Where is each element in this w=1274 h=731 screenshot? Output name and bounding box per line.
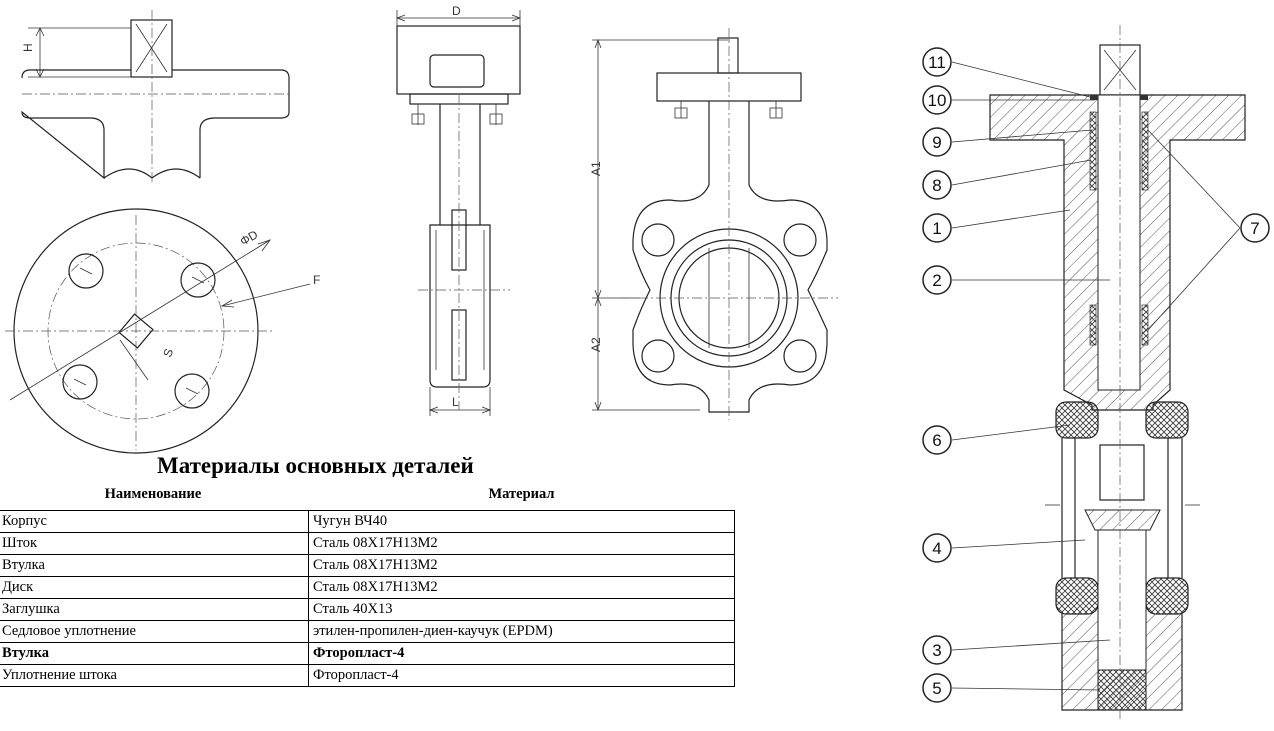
svg-text:3: 3 xyxy=(932,641,941,660)
header-name: Наименование xyxy=(104,486,202,502)
svg-text:1: 1 xyxy=(932,219,941,238)
callout-6: 6 xyxy=(922,425,952,455)
row-name: Седловое уплотнение xyxy=(0,620,309,643)
dim-a2-label: A2 xyxy=(589,337,603,352)
callout-7: 7 xyxy=(1240,213,1270,243)
table-row: Корпус Чугун ВЧ40 xyxy=(0,510,735,533)
svg-text:4: 4 xyxy=(932,539,941,558)
table-row: Седловое уплотнение этилен-пропилен-диен… xyxy=(0,620,735,643)
dim-a1-label: A1 xyxy=(589,161,603,176)
callout-2: 2 xyxy=(922,265,952,295)
header-material: Материал xyxy=(488,486,555,502)
row-material: Фторопласт-4 xyxy=(308,664,735,687)
materials-table: Наименование Материал Корпус Чугун ВЧ40 … xyxy=(0,486,735,687)
table-header-row: Наименование Материал xyxy=(0,486,735,511)
dim-h-label: H xyxy=(21,43,35,52)
callout-5: 5 xyxy=(922,673,952,703)
dim-f-label: F xyxy=(313,273,320,287)
row-material: Сталь 08Х17Н13М2 xyxy=(308,532,735,555)
callout-9: 9 xyxy=(922,127,952,157)
row-name: Уплотнение штока xyxy=(0,664,309,687)
materials-title: Материалы основных деталей xyxy=(157,453,474,478)
valve-front-view: A1 A2 xyxy=(589,28,838,420)
row-name: Диск xyxy=(0,576,309,599)
valve-side-view: D L xyxy=(395,4,522,416)
svg-text:5: 5 xyxy=(932,679,941,698)
table-row: Втулка Фторопласт-4 xyxy=(0,642,735,665)
row-name: Втулка xyxy=(0,554,309,577)
row-name: Корпус xyxy=(0,510,309,533)
callout-4: 4 xyxy=(922,533,952,563)
callouts: 11 10 9 8 1 2 6 4 xyxy=(922,47,1270,703)
table-row: Диск Сталь 08Х17Н13М2 xyxy=(0,576,735,599)
svg-text:2: 2 xyxy=(932,271,941,290)
row-material: Сталь 40Х13 xyxy=(308,598,735,621)
row-name: Втулка xyxy=(0,642,309,665)
callout-8: 8 xyxy=(922,170,952,200)
table-row: Втулка Сталь 08Х17Н13М2 xyxy=(0,554,735,577)
dim-phi-d-label: ΦD xyxy=(238,227,261,248)
flange-plan-view: ΦD F S xyxy=(5,208,320,454)
svg-text:8: 8 xyxy=(932,176,941,195)
table-row: Уплотнение штока Фторопласт-4 xyxy=(0,664,735,687)
row-material: Сталь 08Х17Н13М2 xyxy=(308,576,735,599)
svg-text:6: 6 xyxy=(932,431,941,450)
svg-text:7: 7 xyxy=(1250,219,1259,238)
flange-side-view: H xyxy=(21,10,290,185)
dim-s-label: S xyxy=(160,347,176,359)
row-name: Шток xyxy=(0,532,309,555)
callout-10: 10 xyxy=(922,85,952,115)
dim-d-label: D xyxy=(452,4,461,18)
callout-3: 3 xyxy=(922,635,952,665)
svg-text:10: 10 xyxy=(928,91,947,110)
callout-1: 1 xyxy=(922,213,952,243)
row-material: этилен-пропилен-диен-каучук (EPDM) xyxy=(308,620,735,643)
row-name: Заглушка xyxy=(0,598,309,621)
svg-text:11: 11 xyxy=(928,53,946,72)
svg-text:9: 9 xyxy=(932,133,941,152)
row-material: Фторопласт-4 xyxy=(308,642,735,665)
table-row: Заглушка Сталь 40Х13 xyxy=(0,598,735,621)
valve-section-view xyxy=(989,25,1246,720)
table-row: Шток Сталь 08Х17Н13М2 xyxy=(0,532,735,555)
callout-11: 11 xyxy=(922,47,952,77)
dim-l-label: L xyxy=(452,395,459,409)
row-material: Чугун ВЧ40 xyxy=(308,510,735,533)
row-material: Сталь 08Х17Н13М2 xyxy=(308,554,735,577)
